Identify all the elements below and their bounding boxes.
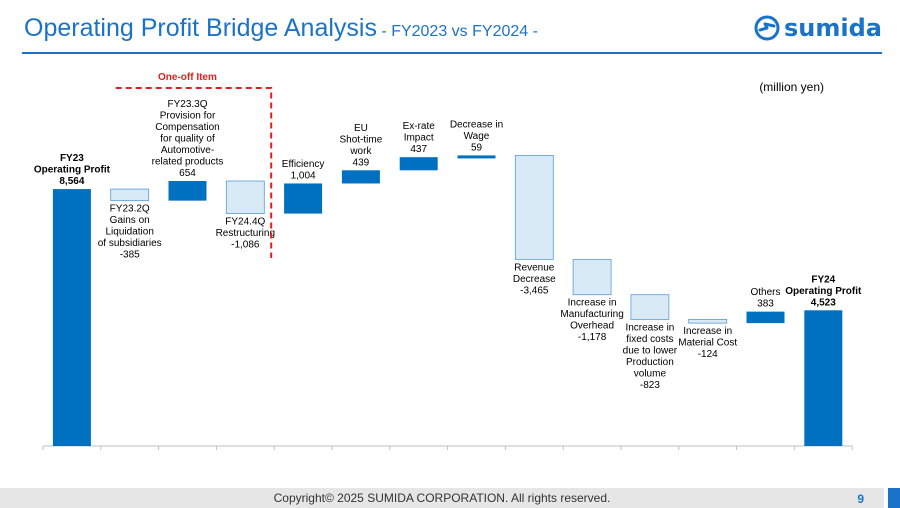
bar-category-label: Increase in [683, 326, 732, 337]
bar-category-label: Operating Profit [34, 165, 111, 176]
waterfall-bar [746, 311, 785, 324]
bar-category-label: Shot-time [340, 134, 383, 145]
bar-category-label: Gains on [110, 215, 150, 226]
footer: Copyright© 2025 SUMIDA CORPORATION. All … [0, 488, 884, 508]
bar-category-label: fixed costs [626, 334, 673, 345]
bar-category-label: FY23.3Q [167, 99, 207, 110]
waterfall-bar [688, 318, 728, 324]
bar-category-label: Others [750, 287, 780, 298]
waterfall-bar [110, 188, 150, 202]
waterfall-bar [804, 310, 843, 446]
data-label: -124 [698, 349, 718, 360]
unit-label: (million yen) [759, 80, 824, 94]
bar-category-label: volume [634, 368, 667, 379]
logo-text: sumida [784, 14, 882, 42]
data-label: 1,004 [291, 170, 316, 181]
waterfall-bar [457, 155, 496, 159]
bar-category-label: due to lower [623, 345, 678, 356]
page-title: Operating Profit Bridge Analysis - FY202… [24, 14, 538, 43]
data-label: -3,465 [520, 285, 549, 296]
one-off-label: One-off Item [158, 72, 217, 83]
bar-category-label: Compensation [155, 122, 219, 133]
bar-category-label: Revenue [514, 262, 554, 273]
bar-category-label: Impact [404, 133, 434, 144]
copyright-text: Copyright© 2025 SUMIDA CORPORATION. All … [273, 491, 611, 505]
bar-category-label: Operating Profit [785, 286, 862, 297]
waterfall-bar [168, 181, 207, 201]
bar-category-label: Ex-rate [403, 121, 436, 132]
title-main: Operating Profit Bridge Analysis [24, 14, 377, 42]
data-label: -1,178 [578, 332, 607, 343]
bar-category-label: related products [152, 157, 224, 168]
waterfall-bar [284, 183, 323, 214]
bar-category-label: Increase in [625, 322, 674, 333]
bar-category-label: work [349, 146, 372, 157]
data-label: -823 [640, 380, 660, 391]
bar-category-label: Liquidation [106, 227, 154, 238]
data-label: 59 [471, 142, 483, 153]
waterfall-bar [225, 180, 265, 214]
bar-category-label: EU [354, 123, 368, 134]
bar-category-label: of subsidiaries [98, 238, 162, 249]
bar-category-label: Efficiency [282, 159, 325, 170]
waterfall-bar [399, 157, 438, 171]
bar-category-label: for quality of [160, 134, 215, 145]
data-label: -1,086 [231, 240, 260, 251]
data-label: 437 [410, 144, 427, 155]
bar-category-label: FY23 [60, 153, 84, 164]
company-logo: sumida [754, 14, 882, 42]
data-label: 383 [757, 299, 774, 310]
bar-category-label: Automotive- [161, 145, 214, 156]
waterfall-bar [514, 155, 554, 260]
data-label: 654 [179, 168, 196, 179]
bar-category-label: Production [626, 357, 674, 368]
bar-category-label: Manufacturing [560, 309, 623, 320]
one-off-bracket [115, 87, 273, 258]
bar-category-label: Decrease [513, 274, 556, 285]
bar-category-label: FY23.2Q [110, 204, 150, 215]
bar-category-label: Provision for [160, 111, 216, 122]
data-label: 4,523 [811, 297, 836, 308]
waterfall-bar [572, 258, 612, 296]
bar-category-label: Restructuring [216, 228, 275, 239]
page-number: 9 [857, 492, 864, 506]
bar-category-label: Increase in [568, 298, 617, 309]
title-subtitle: - FY2023 vs FY2024 - [376, 23, 538, 40]
data-label: -385 [120, 250, 140, 261]
bar-category-label: FY24.4Q [225, 217, 265, 228]
bar-category-label: Overhead [570, 321, 614, 332]
bar-category-label: Wage [464, 131, 490, 142]
waterfall-bar [52, 189, 91, 446]
bar-category-label: Material Cost [678, 338, 737, 349]
waterfall-bar [630, 294, 670, 320]
logo-mark-icon [754, 15, 780, 41]
page-accent [888, 488, 900, 508]
bar-category-label: FY24 [811, 274, 835, 285]
bar-category-label: Decrease in [450, 119, 503, 130]
header-rule [22, 52, 882, 54]
data-label: 439 [353, 157, 370, 168]
waterfall-bar [341, 170, 380, 184]
data-label: 8,564 [59, 176, 84, 187]
